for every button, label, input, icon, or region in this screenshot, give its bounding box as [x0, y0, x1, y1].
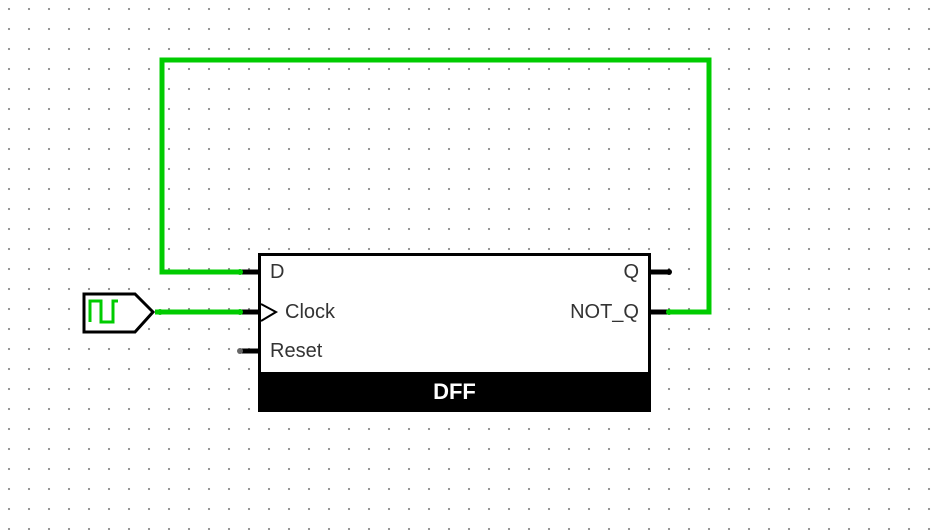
- q-pin-dot: [666, 269, 672, 275]
- reset-label: Reset: [270, 340, 323, 362]
- not-q-label: NOT_Q: [570, 301, 639, 323]
- d-label: D: [270, 261, 285, 283]
- d-pin-dot: [237, 269, 243, 275]
- not-q-pin-dot: [666, 309, 672, 315]
- clock-source[interactable]: [82, 292, 163, 334]
- feedback-wire[interactable]: [159, 57, 712, 315]
- dff-title: DFF: [258, 372, 651, 412]
- clock-edge-icon: [260, 303, 279, 322]
- clock-square-wave-icon: [88, 299, 118, 324]
- clock-output-pin[interactable]: [157, 309, 163, 315]
- reset-pin-dot: [237, 348, 243, 354]
- clock-label: Clock: [285, 301, 336, 323]
- q-label: Q: [623, 261, 639, 283]
- clock-pin-dot: [237, 309, 243, 315]
